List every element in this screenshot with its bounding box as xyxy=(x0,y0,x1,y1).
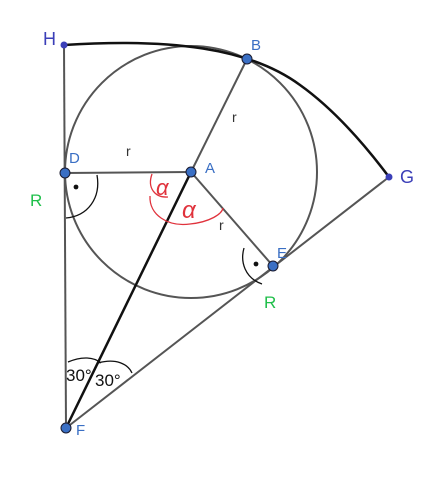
segment-DA xyxy=(64,171,192,174)
point-H xyxy=(60,41,68,49)
segment-AF xyxy=(64,171,193,429)
label-E: E xyxy=(277,245,287,262)
alpha-arc-2 xyxy=(149,195,224,226)
angle-label-30-1: 30° xyxy=(66,366,92,385)
segment-FG xyxy=(65,176,390,429)
label-F: F xyxy=(76,422,85,439)
segment-AE xyxy=(190,171,274,267)
right-angle-mark-D xyxy=(65,174,99,219)
label-B: B xyxy=(251,37,261,54)
label-r-AE: r xyxy=(219,217,224,233)
label-r-DA: r xyxy=(126,143,131,159)
point-A xyxy=(185,166,197,178)
outer-arc xyxy=(63,41,390,178)
point-B xyxy=(241,53,253,65)
point-F xyxy=(60,422,72,434)
label-A: A xyxy=(205,160,215,177)
point-G xyxy=(385,173,393,181)
alpha-arc-1 xyxy=(149,173,169,198)
right-angle-dot-D xyxy=(73,184,79,190)
label-R-bottom: R xyxy=(264,293,276,312)
label-r-AB: r xyxy=(232,109,237,125)
label-R-left: R xyxy=(30,191,42,210)
right-angle-mark-E xyxy=(242,247,263,285)
label-D: D xyxy=(69,150,80,167)
alpha-label-1: α xyxy=(156,175,170,200)
label-G: G xyxy=(400,167,414,187)
angle-label-30-2: 30° xyxy=(95,371,121,390)
alpha-label-2: α xyxy=(182,197,197,224)
point-E xyxy=(267,260,279,272)
right-angle-dot-E xyxy=(253,261,259,267)
point-D xyxy=(59,167,71,179)
segment-AB xyxy=(190,58,248,173)
angle-arc-30-1 xyxy=(67,357,102,364)
angle-arc-30-2 xyxy=(97,360,133,374)
segment-HF xyxy=(63,44,67,429)
label-H: H xyxy=(43,29,56,49)
